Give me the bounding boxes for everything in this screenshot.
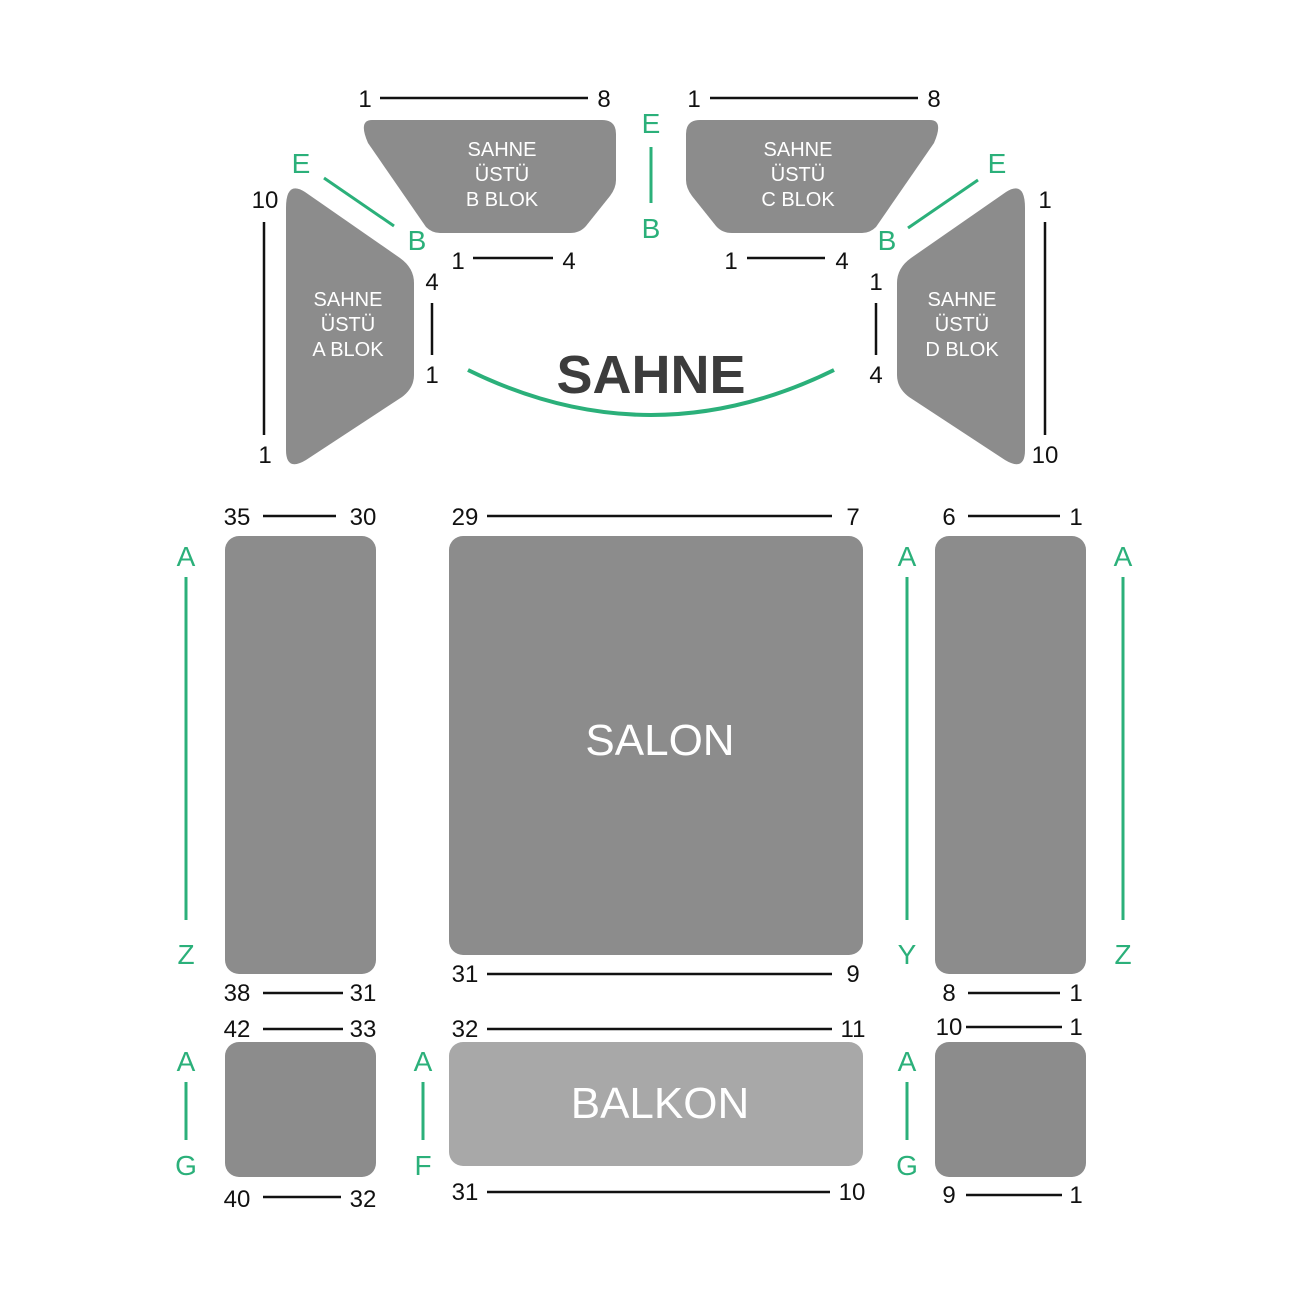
balkon-center-block[interactable] <box>449 1042 863 1166</box>
balkon-left-row-end: G <box>175 1150 197 1181</box>
block-d-label-2: ÜSTÜ <box>935 314 989 336</box>
block-c-shape[interactable] <box>686 120 939 233</box>
salon-right-bottom-left: 8 <box>942 980 955 1007</box>
balkon-center-bottom-left: 31 <box>452 1179 479 1206</box>
salon-center-bottom-left: 31 <box>452 961 479 988</box>
salon-left-bottom-left: 38 <box>224 980 251 1007</box>
block-d-label-3: D BLOK <box>925 339 999 361</box>
block-b-label-1: SAHNE <box>468 139 537 161</box>
balkon-right-row-end: G <box>896 1150 918 1181</box>
salon-left-row-end: Z <box>177 939 194 970</box>
block-c-seat-bottom-left: 1 <box>724 248 737 275</box>
block-a-seat-top: 10 <box>252 187 279 214</box>
balkon-right-bottom-right: 1 <box>1069 1182 1082 1209</box>
balkon-left-top-left: 42 <box>224 1016 251 1043</box>
block-c-seat-top-right: 8 <box>927 86 940 113</box>
block-b-seat-top-left: 1 <box>358 86 371 113</box>
block-a-row-start: E <box>292 148 311 179</box>
balkon-left-top-right: 33 <box>350 1016 377 1043</box>
block-a-row-line <box>323 176 395 228</box>
bc-row-end: B <box>642 213 661 244</box>
block-a-seat-bottom: 1 <box>258 442 271 469</box>
block-a-label-2: ÜSTÜ <box>321 314 375 336</box>
block-d-seat-top: 1 <box>1038 187 1051 214</box>
salon-right-top-right: 1 <box>1069 504 1082 531</box>
salon-right-outer-row-end: Z <box>1114 939 1131 970</box>
block-a-label-1: SAHNE <box>314 289 383 311</box>
block-d-label-1: SAHNE <box>928 289 997 311</box>
salon-left-top-left: 35 <box>224 504 251 531</box>
balkon-right-bottom-left: 9 <box>942 1182 955 1209</box>
block-a-row-end: B <box>408 225 427 256</box>
balkon-left-bottom-left: 40 <box>224 1186 251 1213</box>
stage-label: SAHNE <box>556 345 745 405</box>
salon-left-block[interactable] <box>225 536 376 974</box>
balkon-left-block[interactable] <box>225 1042 376 1177</box>
block-b-seat-bottom-left: 1 <box>451 248 464 275</box>
salon-center-bottom-right: 9 <box>846 961 859 988</box>
block-c-seat-top-left: 1 <box>687 86 700 113</box>
block-a-seat-inner-top: 4 <box>425 269 438 296</box>
salon-right-bottom-right: 1 <box>1069 980 1082 1007</box>
salon-label: SALON <box>585 716 734 765</box>
balkon-right-top-right: 1 <box>1069 1014 1082 1041</box>
block-b-label-3: B BLOK <box>466 189 539 211</box>
block-c-seat-bottom-right: 4 <box>835 248 848 275</box>
salon-right-outer-row-start: A <box>1114 541 1133 572</box>
block-d-seat-inner-top: 1 <box>869 269 882 296</box>
block-b-seat-bottom-right: 4 <box>562 248 575 275</box>
block-b-seat-top-right: 8 <box>597 86 610 113</box>
block-d-seat-bottom: 10 <box>1032 442 1059 469</box>
balkon-right-top-left: 10 <box>936 1014 963 1041</box>
salon-center-top-left: 29 <box>452 504 479 531</box>
salon-right-inner-row-start: A <box>898 541 917 572</box>
balkon-center-bottom-right: 10 <box>839 1179 866 1206</box>
block-c-label-2: ÜSTÜ <box>771 164 825 186</box>
bc-row-start: E <box>642 108 661 139</box>
balkon-left-bottom-right: 32 <box>350 1186 377 1213</box>
salon-center-top-right: 7 <box>846 504 859 531</box>
block-b-shape[interactable] <box>363 120 616 233</box>
block-d-row-end: B <box>878 225 897 256</box>
balkon-center-row-end: F <box>414 1150 431 1181</box>
balkon-left-row-start: A <box>177 1046 196 1077</box>
block-d-seat-inner-bottom: 4 <box>869 362 882 389</box>
salon-left-bottom-right: 31 <box>350 980 377 1007</box>
salon-center-block[interactable] <box>449 536 863 955</box>
balkon-right-block[interactable] <box>935 1042 1086 1177</box>
block-d-row-line <box>907 178 979 230</box>
block-a-shape[interactable] <box>286 188 414 465</box>
balkon-label: BALKON <box>571 1079 750 1128</box>
block-b-label-2: ÜSTÜ <box>475 164 529 186</box>
block-a-label-3: A BLOK <box>312 339 384 361</box>
stage-arc <box>467 368 835 417</box>
block-d-shape[interactable] <box>897 188 1025 465</box>
block-c-label-1: SAHNE <box>764 139 833 161</box>
balkon-center-top-right: 11 <box>841 1016 866 1043</box>
salon-left-top-right: 30 <box>350 504 377 531</box>
salon-right-block[interactable] <box>935 536 1086 974</box>
balkon-center-row-start: A <box>414 1046 433 1077</box>
block-a-seat-inner-bottom: 1 <box>425 362 438 389</box>
salon-right-top-left: 6 <box>942 504 955 531</box>
block-c-label-3: C BLOK <box>761 189 835 211</box>
block-d-row-start: E <box>988 148 1007 179</box>
balkon-center-top-left: 32 <box>452 1016 479 1043</box>
balkon-right-row-start: A <box>898 1046 917 1077</box>
salon-right-inner-row-end: Y <box>898 939 917 970</box>
salon-left-row-start: A <box>177 541 196 572</box>
